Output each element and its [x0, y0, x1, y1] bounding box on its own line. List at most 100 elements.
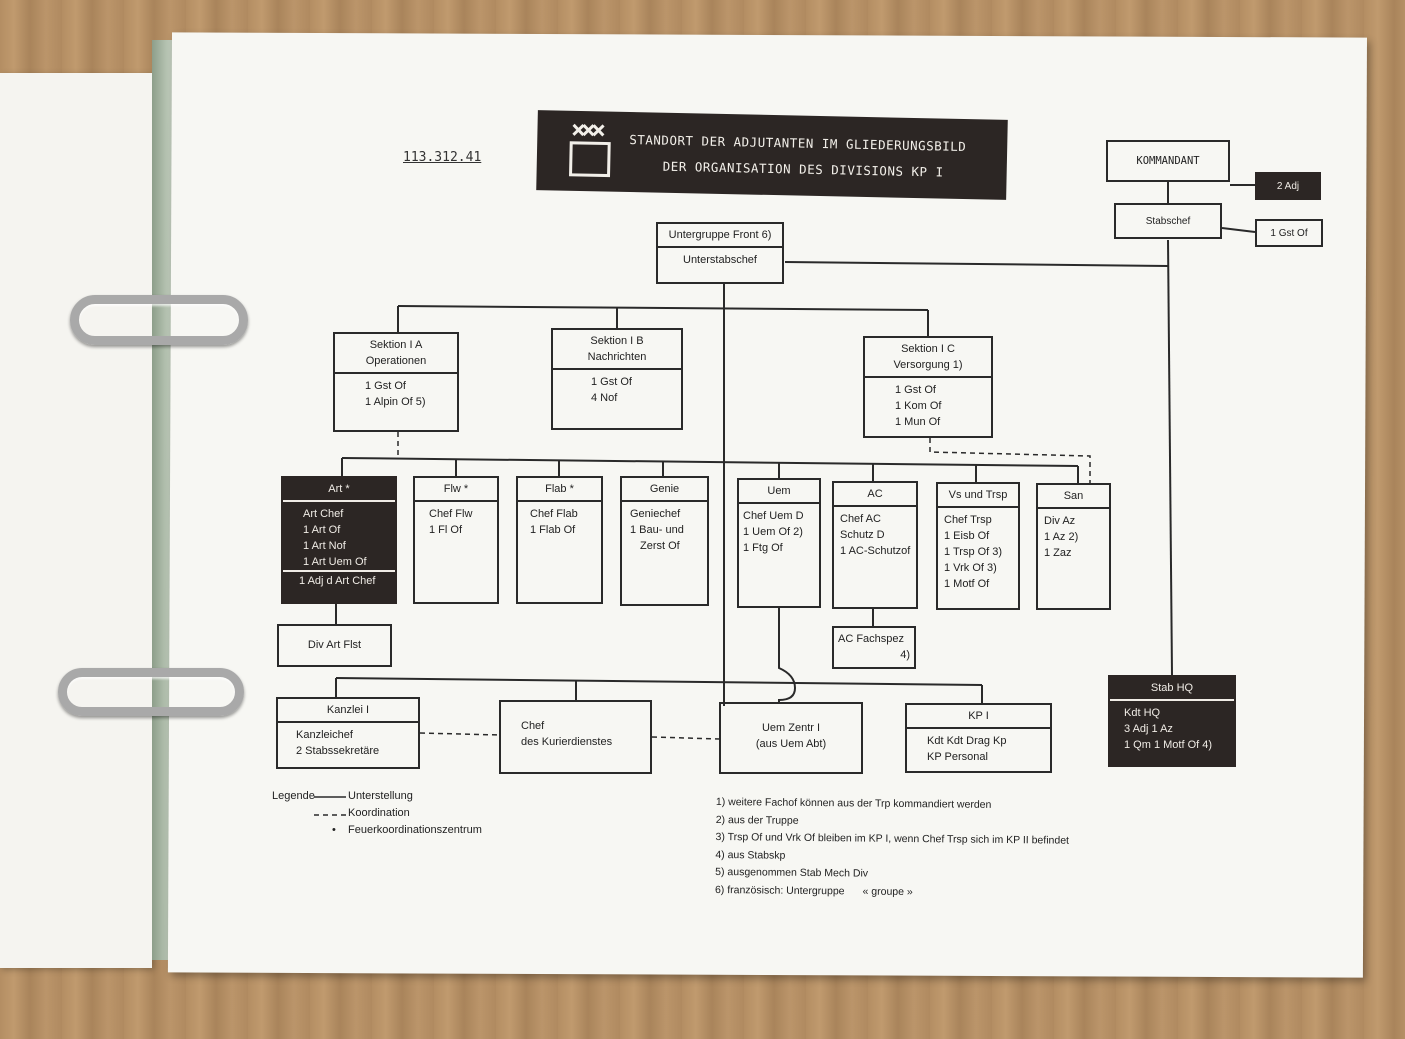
- san-title: San: [1038, 485, 1109, 509]
- flw-title: Flw *: [415, 478, 497, 502]
- div-art-flst-label: Div Art Flst: [307, 639, 362, 651]
- kurier-label-1: Chef: [521, 720, 545, 732]
- left-page: [0, 73, 152, 968]
- kanzlei-box: Kanzlei I Kanzleichef 2 Stabssekretäre: [276, 697, 420, 769]
- flab-title: Flab *: [518, 478, 601, 502]
- binder-ring-top: [70, 295, 248, 345]
- kp-item: KP Personal: [927, 751, 988, 763]
- division-emblem-icon: [569, 123, 611, 178]
- stab-hq-item: Kdt HQ: [1124, 707, 1161, 719]
- stabschef-label: Stabschef: [1145, 216, 1191, 227]
- flw-box: Flw * Chef Flw 1 Fl Of: [413, 476, 499, 604]
- gst-of-label: 1 Gst Of: [1270, 228, 1308, 239]
- flab-item: 1 Flab Of: [530, 524, 576, 536]
- vs-trsp-item: 1 Eisb Of: [944, 530, 990, 542]
- kanzlei-title: Kanzlei I: [278, 699, 418, 723]
- kp-item: Kdt Kdt Drag Kp: [927, 735, 1007, 747]
- unterstabschef-label: Unterstabschef: [683, 254, 757, 266]
- sektion-ic-item: 1 Kom Of: [895, 400, 942, 412]
- title-line-2: DER ORGANISATION DES DIVISIONS KP I: [662, 158, 944, 180]
- sektion-ib-subtitle: Nachrichten: [587, 351, 647, 363]
- art-box: Art * Art Chef 1 Art Of 1 Art Nof 1 Art …: [281, 476, 397, 604]
- art-title: Art *: [283, 478, 395, 502]
- ac-title: AC: [834, 483, 916, 507]
- vs-trsp-box: Vs und Trsp Chef Trsp 1 Eisb Of 1 Trsp O…: [936, 482, 1020, 610]
- art-item: 1 Art Nof: [303, 540, 346, 552]
- genie-item: Zerst Of: [640, 540, 680, 552]
- sektion-ia-box: Sektion I A Operationen 1 Gst Of 1 Alpin …: [333, 332, 459, 432]
- adj-label: 2 Adj: [1276, 181, 1300, 192]
- footnotes: 1) weitere Fachof können aus der Trp kom…: [715, 794, 1070, 903]
- ac-fachspez-label: AC Fachspez: [838, 633, 905, 645]
- art-item: 1 Art Uem Of: [303, 556, 367, 568]
- ac-item: Schutz D: [840, 529, 885, 541]
- stab-hq-item: 3 Adj 1 Az: [1124, 723, 1173, 735]
- art-item: Art Chef: [303, 508, 344, 520]
- uem-zentr-label-2: (aus Uem Abt): [755, 738, 827, 750]
- kanzlei-item: Kanzleichef: [296, 729, 353, 741]
- flab-item: Chef Flab: [530, 508, 578, 520]
- kurier-label-2: des Kurierdienstes: [521, 736, 613, 748]
- flab-box: Flab * Chef Flab 1 Flab Of: [516, 476, 603, 604]
- vs-trsp-item: 1 Vrk Of 3): [944, 562, 997, 574]
- uem-zentr-box: Uem Zentr I (aus Uem Abt): [719, 702, 863, 774]
- adj-box: 2 Adj: [1255, 172, 1321, 200]
- ac-box: AC Chef AC Schutz D 1 AC-Schutzof: [832, 481, 918, 609]
- uem-box: Uem Chef Uem D 1 Uem Of 2) 1 Ftg Of: [737, 478, 821, 608]
- sektion-ia-subtitle: Operationen: [365, 355, 427, 367]
- untergruppe-front-box: Untergruppe Front 6) Unterstabschef: [656, 222, 784, 284]
- sektion-ia-item: 1 Alpin Of 5): [365, 396, 426, 408]
- san-item: Div Az: [1044, 515, 1076, 527]
- vs-trsp-item: 1 Trsp Of 3): [944, 546, 1003, 558]
- stab-hq-box: Stab HQ Kdt HQ 3 Adj 1 Az 1 Qm 1 Motf Of…: [1108, 675, 1236, 767]
- sektion-ia-title: Sektion I A: [369, 339, 423, 351]
- art-item: 1 Art Of: [303, 524, 341, 536]
- document-number: 113.312.41: [403, 150, 482, 165]
- sektion-ib-box: Sektion I B Nachrichten 1 Gst Of 4 Nof: [551, 328, 683, 430]
- footnote-quote: « groupe »: [862, 885, 913, 898]
- san-item: 1 Zaz: [1044, 547, 1072, 559]
- flw-item: 1 Fl Of: [429, 524, 463, 536]
- gst-of-box: 1 Gst Of: [1255, 219, 1323, 247]
- title-line-1: STANDORT DER ADJUTANTEN IM GLIEDERUNGSBI…: [629, 132, 967, 155]
- sektion-ic-title: Sektion I C: [901, 343, 955, 355]
- kommandant-label: KOMMANDANT: [1136, 155, 1200, 167]
- sektion-ic-item: 1 Mun Of: [895, 416, 941, 428]
- uem-zentr-label-1: Uem Zentr I: [761, 722, 821, 734]
- stab-hq-title: Stab HQ: [1110, 677, 1234, 701]
- flw-item: Chef Flw: [429, 508, 473, 520]
- kanzlei-item: 2 Stabssekretäre: [296, 745, 380, 757]
- vs-trsp-item: Chef Trsp: [944, 514, 992, 526]
- ac-fachspez-box: AC Fachspez 4): [832, 626, 916, 669]
- kp-box: KP I Kdt Kdt Drag Kp KP Personal: [905, 703, 1052, 773]
- sektion-ib-item: 4 Nof: [591, 392, 618, 404]
- kp-title: KP I: [907, 705, 1050, 729]
- sektion-ib-title: Sektion I B: [590, 335, 644, 347]
- title-banner: STANDORT DER ADJUTANTEN IM GLIEDERUNGSBI…: [536, 110, 1008, 200]
- legend-item-feuerkoordination: Feuerkoordinationszentrum: [348, 824, 482, 836]
- kurier-box: Chef des Kurierdienstes: [499, 700, 652, 774]
- san-box: San Div Az 1 Az 2) 1 Zaz: [1036, 483, 1111, 610]
- legend-item-koordination: Koordination: [348, 807, 410, 819]
- ac-fachspez-note: 4): [900, 649, 910, 661]
- genie-box: Genie Geniechef 1 Bau- und Zerst Of: [620, 476, 709, 606]
- untergruppe-front-title: Untergruppe Front 6): [658, 224, 782, 248]
- ac-item: 1 AC-Schutzof: [840, 545, 911, 557]
- uem-title: Uem: [739, 480, 819, 504]
- legend-item-unterstellung: Unterstellung: [348, 790, 413, 802]
- legend-label: Legende: [272, 790, 315, 802]
- stab-hq-item: 1 Qm 1 Motf Of 4): [1124, 739, 1213, 751]
- uem-item: 1 Uem Of 2): [743, 526, 803, 538]
- asterisk-symbol: •: [332, 824, 336, 836]
- uem-item: 1 Ftg Of: [743, 542, 783, 554]
- sektion-ia-item: 1 Gst Of: [365, 380, 406, 392]
- kommandant-box: KOMMANDANT: [1106, 140, 1230, 182]
- sektion-ic-subtitle: Versorgung 1): [893, 359, 963, 371]
- genie-title: Genie: [622, 478, 707, 502]
- genie-item: Geniechef: [630, 508, 681, 520]
- stabschef-box: Stabschef: [1114, 203, 1222, 239]
- vs-trsp-item: 1 Motf Of: [944, 578, 990, 590]
- ac-item: Chef AC: [840, 513, 881, 525]
- sektion-ib-item: 1 Gst Of: [591, 376, 632, 388]
- art-adj-item: 1 Adj d Art Chef: [283, 570, 395, 589]
